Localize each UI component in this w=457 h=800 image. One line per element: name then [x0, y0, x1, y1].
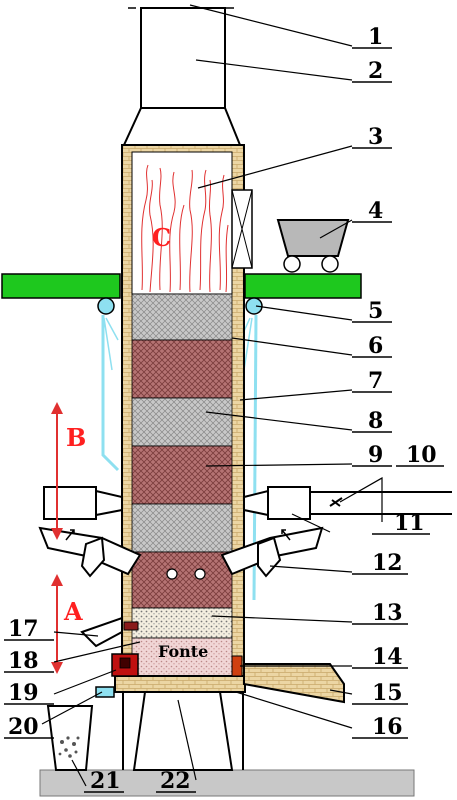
label-16: 16	[372, 714, 403, 740]
hearth-bottom	[114, 675, 246, 693]
label-11: 11	[394, 510, 425, 536]
blast-pipe-right-taper	[243, 489, 269, 517]
hearth-text: Fonte	[158, 642, 208, 661]
label-15: 15	[372, 680, 403, 706]
ladle	[46, 705, 94, 771]
cooling-ring-right	[245, 297, 263, 315]
charging-door-cross	[231, 189, 253, 269]
wagon-wheel-left	[283, 255, 301, 273]
label-19: 19	[8, 680, 39, 706]
zone-label-a: A	[63, 597, 83, 626]
label-underlines	[4, 47, 444, 793]
label-10: 10	[406, 442, 437, 468]
label-3: 3	[368, 124, 383, 150]
zone-label-c: C	[152, 223, 171, 252]
iron-runner	[95, 686, 115, 698]
slag-notch	[123, 621, 139, 631]
blast-pipe-left	[43, 486, 97, 520]
water-drip-left	[103, 317, 119, 371]
label-2: 2	[368, 58, 383, 84]
coke-layer-2	[131, 397, 233, 447]
slag-runner	[243, 663, 345, 704]
coke-layer-1	[131, 293, 233, 341]
label-17: 17	[8, 616, 39, 642]
label-7: 7	[368, 368, 383, 394]
tuyere-hole-left	[166, 568, 178, 580]
zone-label-b: B	[66, 423, 86, 452]
label-12: 12	[372, 550, 403, 576]
chimney-cone	[122, 107, 242, 146]
label-5: 5	[368, 298, 383, 324]
label-21: 21	[90, 768, 121, 794]
blast-valve	[329, 497, 343, 507]
water-line-left	[101, 315, 120, 472]
coke-layer-3	[131, 503, 233, 553]
tuyere-hole-right	[194, 568, 206, 580]
tuyere-arrow-right	[281, 529, 291, 541]
throat-chamber	[131, 151, 233, 295]
ore-layer-3	[131, 551, 233, 609]
chimney-stack	[140, 7, 226, 109]
label-18: 18	[8, 648, 39, 674]
label-13: 13	[372, 600, 403, 626]
label-4: 4	[368, 198, 383, 224]
slag-spout	[80, 616, 123, 648]
ore-layer-1	[131, 339, 233, 399]
support-base	[132, 691, 234, 771]
ore-wagon	[276, 219, 350, 257]
zone-b-arrow	[51, 402, 63, 540]
label-14: 14	[372, 644, 403, 670]
slag-layer	[131, 607, 233, 639]
tuyere-left-nozzle	[80, 536, 106, 578]
ladle-contents	[58, 736, 80, 758]
label-20: 20	[8, 714, 39, 740]
label-22: 22	[160, 768, 191, 794]
charging-platform-right	[244, 273, 362, 299]
leader-lines	[41, 4, 383, 787]
tuyere-arrow-left	[65, 529, 75, 541]
ore-layer-2	[131, 445, 233, 505]
blast-pipe-left-taper	[95, 489, 123, 517]
zone-a-arrow	[51, 574, 63, 674]
label-1: 1	[368, 24, 383, 50]
charging-platform-left	[1, 273, 121, 299]
wagon-wheel-right	[321, 255, 339, 273]
label-8: 8	[368, 408, 383, 434]
cooling-ring-left	[97, 297, 115, 315]
label-6: 6	[368, 333, 383, 359]
blast-pipe-right	[267, 486, 311, 520]
tuyere-right-nozzle	[257, 536, 282, 578]
tap-hole-core	[119, 657, 131, 669]
rising-gas-lines	[141, 164, 229, 293]
label-9: 9	[368, 442, 383, 468]
